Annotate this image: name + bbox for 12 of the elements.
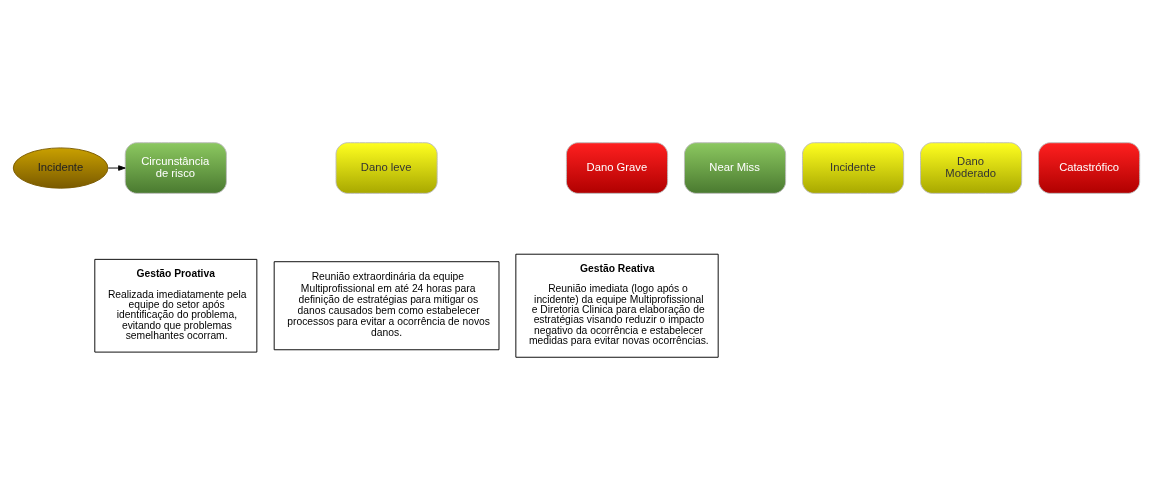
node-box: Dano Moderado — [920, 142, 1023, 194]
node-box: Dano leve — [335, 142, 438, 194]
node-box: Gestão Proativa Realizada imediatamente pela equipe do setor após identificação do problema, evitando que problemas semelhantes ocorram. — [94, 258, 258, 353]
node-box: Reunião extraordinária da equipe Multiprofissional em até 24 horas para definição de estratégias para mitigar os danos causados bem como estabelecer processos para evitar a ocorrência de novos danos. — [273, 261, 500, 351]
node-box: Near Miss — [684, 142, 787, 194]
arrow — [107, 165, 126, 171]
node-box: Gestão Reativa Reunião imediata (logo após o incidente) da equipe Multiprofissional e Diretoria Clinica para elaboração de estratégias visando reduzir o impacto negativo da ocorrência e estabelecer medidas para evitar novas ocorrências. — [515, 253, 719, 358]
node-box: Circunstância de risco — [124, 142, 227, 194]
node-box: Incidente — [802, 142, 905, 194]
node-box: Dano Grave — [565, 142, 669, 194]
node-ellipse: Incidente — [12, 147, 109, 189]
node-box: Catastrófico — [1038, 142, 1141, 194]
